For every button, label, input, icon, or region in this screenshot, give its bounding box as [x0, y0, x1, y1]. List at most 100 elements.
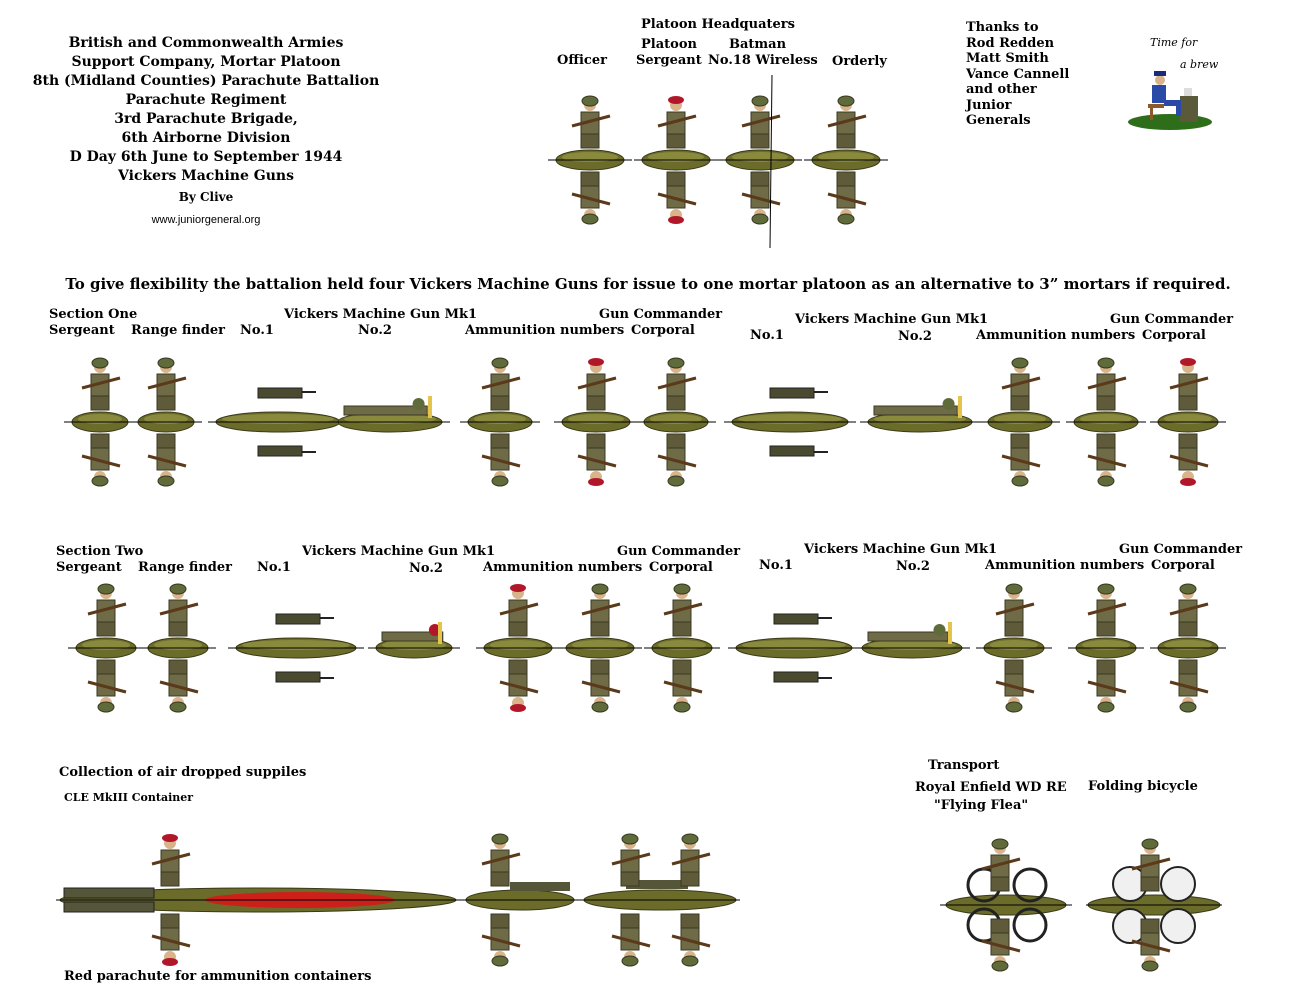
- s2b-vickers-figure: [728, 613, 860, 683]
- s1b-ammo-2-figure: [1066, 357, 1146, 487]
- s1-heading: Section One: [49, 307, 138, 322]
- hq-sergeant-figure: [634, 96, 718, 224]
- s1b-no2-figure: [860, 396, 980, 433]
- s1a-ammo-label: Ammunition numbers: [465, 323, 625, 338]
- title-line: 8th (Midland Counties) Parachute Battali…: [32, 73, 380, 89]
- s2-sergeant-label: Sergeant: [56, 560, 122, 575]
- s2-sergeant-figure: [68, 583, 144, 713]
- s2a-commander-label: Gun Commander: [617, 544, 741, 559]
- s1b-commander-label: Gun Commander: [1110, 312, 1234, 327]
- parachute-label: Red parachute for ammunition containers: [64, 969, 372, 984]
- hq-sergeant-label-2: Sergeant: [636, 53, 702, 68]
- s2b-ammo-1-figure: [976, 583, 1052, 713]
- s2b-corporal-figure: [1150, 583, 1226, 713]
- title-line: 3rd Parachute Brigade,: [114, 111, 298, 127]
- bicycle-label: Folding bicycle: [1088, 779, 1198, 794]
- s1a-no2-figure: [330, 396, 450, 433]
- s2a-no2-figure: [368, 622, 460, 659]
- hq-officer-label: Officer: [557, 53, 607, 68]
- container-label: CLE MkIII Container: [64, 791, 194, 804]
- hq-orderly-label: Orderly: [832, 54, 887, 69]
- s2a-vickers-figure: [228, 613, 364, 683]
- sheet-title: British and Commonwealth Armies Support …: [18, 34, 394, 230]
- thanks-line: Vance Cannell: [966, 66, 1070, 82]
- s1a-gun-heading: Vickers Machine Gun Mk1: [284, 307, 478, 322]
- motorcycle-label-2: "Flying Flea": [934, 798, 1029, 813]
- s2a-ammo-1-figure: [476, 584, 560, 712]
- s1a-commander-label: Gun Commander: [599, 307, 723, 322]
- title-line: D Day 6th June to September 1944: [69, 149, 343, 165]
- title-line: Vickers Machine Guns: [118, 168, 294, 184]
- title-line: 6th Airborne Division: [121, 130, 291, 146]
- thanks-line: Junior: [966, 97, 1012, 113]
- s2a-gun-heading: Vickers Machine Gun Mk1: [302, 544, 496, 559]
- folding-bicycle-figure: [1086, 838, 1222, 972]
- hq-batman-label-1: Batman: [729, 37, 787, 52]
- s1a-corporal-figure: [636, 357, 716, 487]
- s1b-ammo-1-figure: [980, 357, 1060, 487]
- s1b-corporal-label: Corporal: [1142, 328, 1206, 343]
- title-line: British and Commonwealth Armies: [68, 35, 344, 51]
- hq-batman-label-2: No.18 Wireless: [708, 53, 818, 68]
- flying-flea-figure: [940, 838, 1072, 972]
- s1a-ammo-2-figure: [554, 358, 638, 486]
- thanks-line: Generals: [966, 113, 1031, 128]
- cle-container-figure: [56, 834, 460, 966]
- s2b-ammo-2-figure: [1068, 583, 1144, 713]
- hq-orderly-figure: [804, 95, 888, 225]
- s2b-corporal-label: Corporal: [1151, 558, 1215, 573]
- s2b-no2-figure: [854, 622, 970, 659]
- s2a-ammo-2-figure: [558, 583, 642, 713]
- s2b-ammo-label: Ammunition numbers: [985, 558, 1145, 573]
- title-line: Support Company, Mortar Platoon: [71, 54, 341, 70]
- hq-heading: Platoon Headquaters: [641, 17, 795, 32]
- s2a-ammo-label: Ammunition numbers: [483, 560, 643, 575]
- site-url[interactable]: www.juniorgeneral.org: [151, 214, 261, 226]
- s1a-corporal-label: Corporal: [631, 323, 695, 338]
- thanks-line: Matt Smith: [966, 51, 1049, 66]
- supplies-heading: Collection of air dropped suppiles: [59, 765, 307, 780]
- wireless-aerial: [769, 74, 773, 249]
- s1b-gun-heading: Vickers Machine Gun Mk1: [795, 312, 989, 327]
- s1a-vickers-figure: [208, 387, 348, 457]
- s1-range-finder-label: Range finder: [131, 323, 225, 338]
- s2b-commander-label: Gun Commander: [1119, 542, 1243, 557]
- tea-caption-1: Time for: [1150, 36, 1198, 49]
- hq-officer-figure: [548, 95, 632, 225]
- tea-caption-2: a brew: [1180, 58, 1219, 71]
- thanks-block: Thanks to Rod Redden Matt Smith Vance Ca…: [966, 20, 1069, 129]
- thanks-line: and other: [966, 82, 1037, 97]
- transport-heading: Transport: [928, 758, 1000, 773]
- s1a-no1-label: No.1: [240, 323, 274, 338]
- s1b-no1-label: No.1: [750, 328, 784, 343]
- hq-batman-figure: [718, 95, 802, 225]
- s2b-no1-label: No.1: [759, 558, 793, 573]
- s1b-ammo-label: Ammunition numbers: [976, 328, 1136, 343]
- s1-range-finder-figure: [130, 357, 202, 487]
- hq-sergeant-label-1: Platoon: [641, 37, 697, 52]
- s2a-no2-label: No.2: [409, 561, 443, 576]
- s2-heading: Section Two: [56, 544, 144, 559]
- motorcycle-label-1: Royal Enfield WD RE: [915, 780, 1067, 795]
- s1b-corporal-figure: [1150, 358, 1226, 486]
- thanks-line: Rod Redden: [966, 35, 1055, 51]
- s1-sergeant-label: Sergeant: [49, 323, 115, 338]
- s1b-vickers-figure: [724, 387, 856, 457]
- s2a-no1-label: No.1: [257, 560, 291, 575]
- title-line: Parachute Regiment: [125, 92, 287, 108]
- thanks-line: Thanks to: [966, 20, 1039, 35]
- s2b-no2-label: No.2: [896, 559, 930, 574]
- author-credit: By Clive: [178, 190, 234, 204]
- s1b-no2-label: No.2: [898, 329, 932, 344]
- container-carriers-figure: [460, 833, 740, 967]
- s2b-gun-heading: Vickers Machine Gun Mk1: [804, 542, 998, 557]
- s2a-corporal-label: Corporal: [649, 560, 713, 575]
- s1-sergeant-figure: [64, 357, 136, 487]
- tea-break-cartoon: [1128, 71, 1212, 130]
- info-banner: To give flexibility the battalion held f…: [65, 275, 1231, 293]
- s2a-corporal-figure: [644, 583, 720, 713]
- s1a-ammo-1-figure: [460, 357, 540, 487]
- s2-range-finder-label: Range finder: [138, 560, 232, 575]
- s1a-no2-label: No.2: [358, 323, 392, 338]
